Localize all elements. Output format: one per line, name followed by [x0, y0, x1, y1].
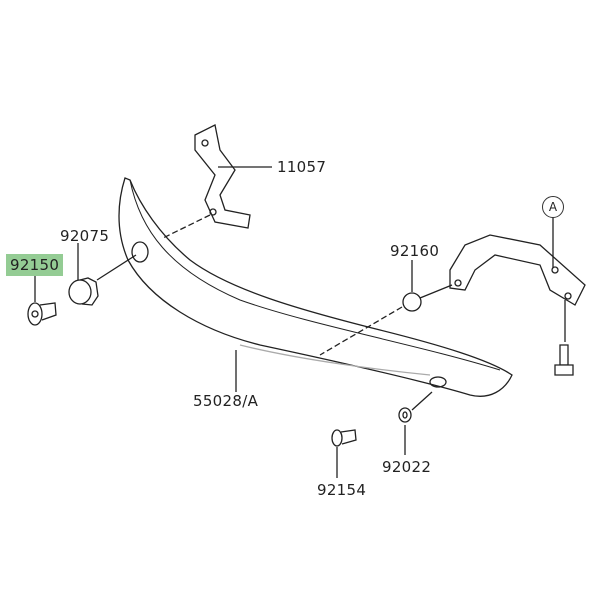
part-label-11057[interactable]: 11057: [277, 158, 327, 176]
guard-hole: [131, 241, 149, 263]
bracket-part: [194, 124, 251, 229]
part-label-92075[interactable]: 92075: [60, 227, 110, 245]
part-label-92150-highlighted[interactable]: 92150: [6, 254, 64, 276]
reference-marker-a: A: [542, 196, 564, 218]
part-label-92154[interactable]: 92154: [317, 481, 367, 499]
part-label-55028-a[interactable]: 55028/A: [193, 392, 259, 410]
part-label-92160[interactable]: 92160: [390, 242, 440, 260]
hand-guard-part: [118, 177, 513, 397]
right-bracket-part: [449, 234, 586, 306]
part-label-92022[interactable]: 92022: [382, 458, 432, 476]
guard-hole-2: [429, 376, 447, 388]
